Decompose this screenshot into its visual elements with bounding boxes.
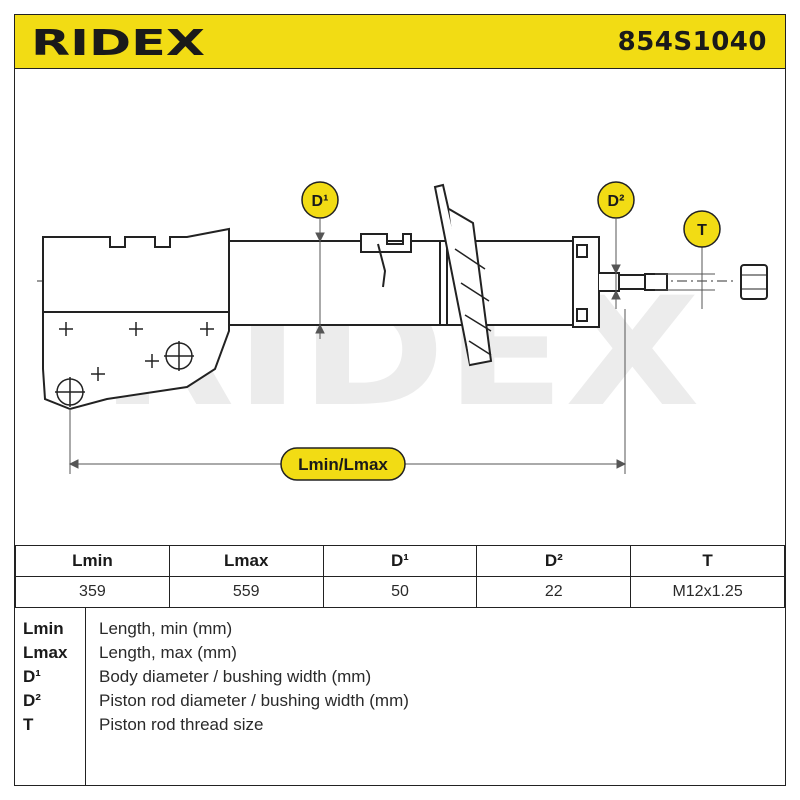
d2-dimension (611, 219, 621, 309)
spec-table-header-row: Lmin Lmax D¹ D² T (15, 545, 785, 577)
spec-value-d2: 22 (476, 576, 632, 608)
spec-value-lmin: 359 (15, 576, 170, 608)
d2-badge-label: D² (608, 193, 625, 210)
legend-abbr: Lmin (23, 619, 64, 638)
t-badge-label: T (697, 222, 707, 239)
t-dimension (655, 241, 715, 309)
length-badge: Lmin/Lmax (280, 447, 406, 481)
drawing-frame: RIDEX 854S1040 RIDEX (14, 14, 786, 786)
legend-row: D² Piston rod diameter / bushing width (… (15, 691, 785, 715)
legend-divider (85, 607, 86, 785)
legend-desc: Body diameter / bushing width (mm) (99, 667, 372, 686)
t-badge: T (683, 210, 721, 248)
legend-row: Lmax Length, max (mm) (15, 643, 785, 667)
legend-row: T Piston rod thread size (15, 715, 785, 739)
d1-badge-label: D¹ (312, 193, 329, 210)
tube-clip (360, 233, 412, 288)
legend-desc: Length, max (mm) (99, 643, 237, 662)
d2-badge: D² (597, 181, 635, 219)
spec-value-t: M12x1.25 (630, 576, 785, 608)
spring-seat (433, 183, 493, 367)
nut (740, 264, 768, 300)
spec-table: Lmin Lmax D¹ D² T 359 559 50 22 M12x1.25 (15, 545, 785, 608)
spec-header-t: T (630, 545, 785, 577)
spec-header-d1: D¹ (322, 545, 478, 577)
spec-header-d2: D² (476, 545, 632, 577)
legend-desc: Length, min (mm) (99, 619, 233, 638)
legend-abbr: Lmax (23, 643, 68, 662)
technical-drawing: RIDEX (15, 69, 785, 545)
d1-badge: D¹ (301, 181, 339, 219)
bracket-holes (55, 322, 214, 407)
legend-desc: Piston rod diameter / bushing width (mm) (99, 691, 409, 710)
legend: Lmin Length, min (mm) Lmax Length, max (… (15, 607, 785, 785)
legend-abbr: D¹ (23, 667, 41, 686)
spec-table-value-row: 359 559 50 22 M12x1.25 (15, 576, 785, 608)
d1-dimension (315, 219, 325, 339)
spec-value-d1: 50 (322, 576, 478, 608)
spec-header-lmax: Lmax (168, 545, 324, 577)
spec-header-lmin: Lmin (15, 545, 170, 577)
spec-value-lmax: 559 (168, 576, 324, 608)
legend-row: D¹ Body diameter / bushing width (mm) (15, 667, 785, 691)
shock-absorber-drawing: RIDEX (37, 181, 768, 481)
shock-body-tube (228, 240, 600, 326)
legend-abbr: D² (23, 691, 41, 710)
ridex-logo-text: RIDEX (31, 23, 205, 61)
length-badge-label: Lmin/Lmax (298, 455, 388, 474)
part-number: 854S1040 (617, 27, 767, 57)
legend-row: Lmin Length, min (mm) (15, 619, 785, 643)
legend-abbr: T (23, 715, 34, 734)
legend-desc: Piston rod thread size (99, 715, 264, 734)
ridex-logo: RIDEX (31, 23, 205, 61)
header-bar: RIDEX 854S1040 (15, 15, 785, 69)
